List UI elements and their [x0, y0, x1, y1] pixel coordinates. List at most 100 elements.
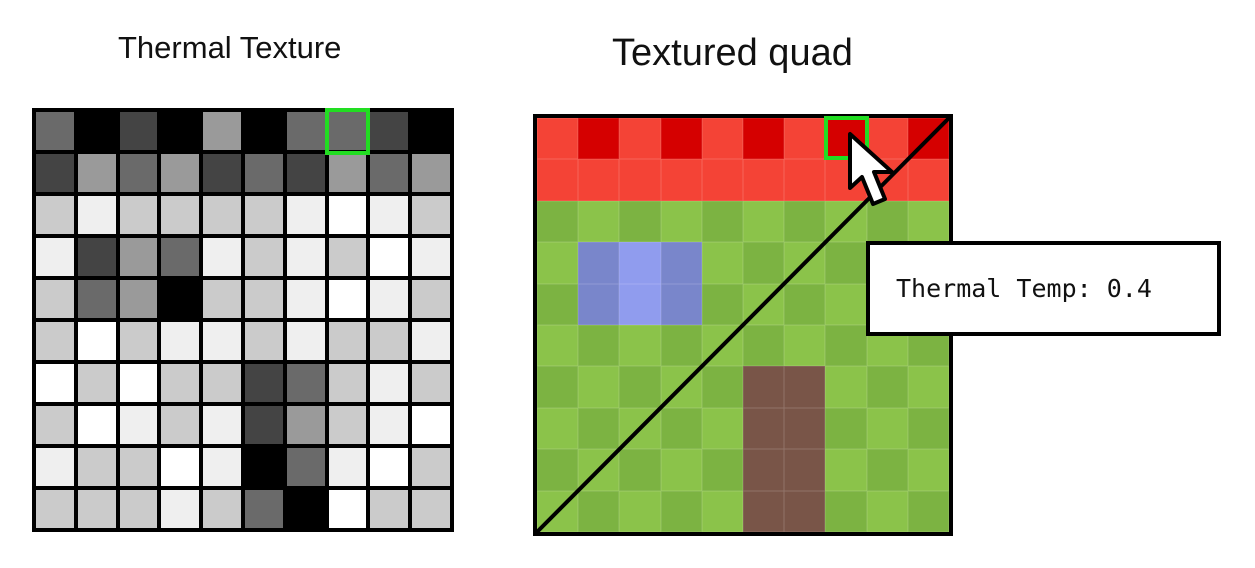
- quad-texel-cell-r0-c4[interactable]: [701, 118, 743, 160]
- quad-texel-cell-r9-c3[interactable]: [660, 490, 702, 532]
- quad-texel-cell-r6-c4[interactable]: [701, 366, 743, 408]
- quad-texel-cell-r7-c3[interactable]: [660, 407, 702, 450]
- quad-texel-cell-r2-c9[interactable]: [907, 200, 949, 243]
- thermal-texel-cell-r1-c3: [161, 154, 200, 192]
- quad-texel-cell-r5-c7[interactable]: [825, 325, 867, 367]
- quad-texel-cell-r6-c3[interactable]: [660, 366, 702, 408]
- quad-texel-cell-r1-c8[interactable]: [866, 159, 908, 201]
- quad-texel-cell-r5-c2[interactable]: [619, 325, 661, 367]
- quad-texel-cell-r1-c4[interactable]: [701, 159, 743, 201]
- quad-texel-cell-r1-c7[interactable]: [825, 159, 867, 201]
- quad-texel-cell-r4-c2[interactable]: [619, 283, 661, 325]
- quad-texel-cell-r5-c1[interactable]: [578, 325, 620, 367]
- quad-texel-cell-r1-c6[interactable]: [784, 159, 826, 201]
- quad-texel-cell-r8-c7[interactable]: [825, 449, 867, 491]
- quad-texel-cell-r9-c9[interactable]: [907, 490, 949, 532]
- quad-texel-cell-r3-c3[interactable]: [660, 242, 702, 284]
- quad-texel-cell-r7-c8[interactable]: [866, 407, 908, 450]
- quad-texel-cell-r0-c0[interactable]: [537, 118, 579, 160]
- quad-texel-cell-r9-c4[interactable]: [701, 490, 743, 532]
- quad-texel-cell-r9-c2[interactable]: [619, 490, 661, 532]
- quad-texel-cell-r5-c5[interactable]: [743, 325, 785, 367]
- quad-texel-cell-r8-c4[interactable]: [701, 449, 743, 491]
- quad-texel-cell-r0-c8[interactable]: [866, 118, 908, 160]
- thermal-texel-cell-r5-c2: [119, 322, 158, 360]
- quad-texel-cell-r8-c1[interactable]: [578, 449, 620, 491]
- quad-texel-cell-r0-c2[interactable]: [619, 118, 661, 160]
- quad-texel-cell-r2-c5[interactable]: [743, 200, 785, 243]
- quad-texel-cell-r4-c6[interactable]: [784, 283, 826, 325]
- quad-texel-cell-r2-c8[interactable]: [866, 200, 908, 243]
- quad-texel-cell-r8-c3[interactable]: [660, 449, 702, 491]
- thermal-texel-cell-r9-c2: [119, 490, 158, 528]
- thermal-texel-cell-r9-c3: [161, 490, 200, 528]
- quad-texel-cell-r7-c9[interactable]: [907, 407, 949, 450]
- quad-texel-cell-r9-c8[interactable]: [866, 490, 908, 532]
- quad-texel-cell-r9-c1[interactable]: [578, 490, 620, 532]
- quad-texel-cell-r5-c6[interactable]: [784, 325, 826, 367]
- quad-texel-cell-r0-c7[interactable]: [825, 118, 867, 160]
- quad-texel-cell-r4-c5[interactable]: [743, 283, 785, 325]
- quad-texel-cell-r8-c9[interactable]: [907, 449, 949, 491]
- quad-texel-cell-r3-c0[interactable]: [537, 242, 579, 284]
- quad-texel-cell-r7-c7[interactable]: [825, 407, 867, 450]
- quad-texel-cell-r2-c3[interactable]: [660, 200, 702, 243]
- quad-texel-cell-r0-c3[interactable]: [660, 118, 702, 160]
- quad-texel-cell-r5-c0[interactable]: [537, 325, 579, 367]
- quad-texel-cell-r6-c9[interactable]: [907, 366, 949, 408]
- quad-texel-cell-r2-c6[interactable]: [784, 200, 826, 243]
- quad-texel-cell-r7-c5[interactable]: [743, 407, 785, 450]
- quad-texel-cell-r1-c1[interactable]: [578, 159, 620, 201]
- quad-texel-cell-r8-c0[interactable]: [537, 449, 579, 491]
- quad-texel-cell-r8-c8[interactable]: [866, 449, 908, 491]
- quad-texel-cell-r0-c6[interactable]: [784, 118, 826, 160]
- quad-texel-cell-r3-c1[interactable]: [578, 242, 620, 284]
- quad-texel-cell-r8-c2[interactable]: [619, 449, 661, 491]
- quad-texel-cell-r7-c1[interactable]: [578, 407, 620, 450]
- quad-texel-cell-r9-c7[interactable]: [825, 490, 867, 532]
- quad-texel-cell-r4-c7[interactable]: [825, 283, 867, 325]
- quad-texel-cell-r1-c9[interactable]: [907, 159, 949, 201]
- thermal-texel-cell-r7-c8: [370, 406, 409, 444]
- quad-texel-cell-r5-c3[interactable]: [660, 325, 702, 367]
- quad-texel-cell-r7-c4[interactable]: [701, 407, 743, 450]
- quad-texel-cell-r1-c5[interactable]: [743, 159, 785, 201]
- quad-texel-cell-r6-c2[interactable]: [619, 366, 661, 408]
- quad-texel-cell-r6-c6[interactable]: [784, 366, 826, 408]
- quad-texel-cell-r3-c5[interactable]: [743, 242, 785, 284]
- quad-texel-cell-r2-c0[interactable]: [537, 200, 579, 243]
- quad-texel-cell-r8-c5[interactable]: [743, 449, 785, 491]
- quad-texel-cell-r7-c6[interactable]: [784, 407, 826, 450]
- quad-texel-cell-r5-c4[interactable]: [701, 325, 743, 367]
- quad-texel-cell-r6-c8[interactable]: [866, 366, 908, 408]
- quad-texel-cell-r7-c2[interactable]: [619, 407, 661, 450]
- quad-texel-cell-r0-c5[interactable]: [743, 118, 785, 160]
- quad-texel-cell-r4-c0[interactable]: [537, 283, 579, 325]
- quad-texel-cell-r3-c2[interactable]: [619, 242, 661, 284]
- quad-texel-cell-r1-c3[interactable]: [660, 159, 702, 201]
- quad-texel-cell-r9-c0[interactable]: [537, 490, 579, 532]
- quad-texel-cell-r0-c9[interactable]: [907, 118, 949, 160]
- thermal-texel-cell-r7-c6: [286, 406, 325, 444]
- quad-texel-cell-r4-c3[interactable]: [660, 283, 702, 325]
- quad-texel-cell-r1-c2[interactable]: [619, 159, 661, 201]
- quad-texel-cell-r6-c1[interactable]: [578, 366, 620, 408]
- quad-texel-cell-r9-c5[interactable]: [743, 490, 785, 532]
- quad-texel-cell-r3-c6[interactable]: [784, 242, 826, 284]
- quad-texel-cell-r3-c4[interactable]: [701, 242, 743, 284]
- quad-texel-cell-r6-c5[interactable]: [743, 366, 785, 408]
- quad-texel-cell-r2-c7[interactable]: [825, 200, 867, 243]
- quad-texel-cell-r8-c6[interactable]: [784, 449, 826, 491]
- quad-texel-cell-r6-c0[interactable]: [537, 366, 579, 408]
- quad-texel-cell-r9-c6[interactable]: [784, 490, 826, 532]
- quad-texel-cell-r0-c1[interactable]: [578, 118, 620, 160]
- quad-texel-cell-r6-c7[interactable]: [825, 366, 867, 408]
- quad-texel-cell-r4-c4[interactable]: [701, 283, 743, 325]
- quad-texel-cell-r3-c7[interactable]: [825, 242, 867, 284]
- quad-texel-cell-r4-c1[interactable]: [578, 283, 620, 325]
- quad-texel-cell-r2-c1[interactable]: [578, 200, 620, 243]
- quad-texel-cell-r2-c2[interactable]: [619, 200, 661, 243]
- quad-texel-cell-r7-c0[interactable]: [537, 407, 579, 450]
- quad-texel-cell-r1-c0[interactable]: [537, 159, 579, 201]
- quad-texel-cell-r2-c4[interactable]: [701, 200, 743, 243]
